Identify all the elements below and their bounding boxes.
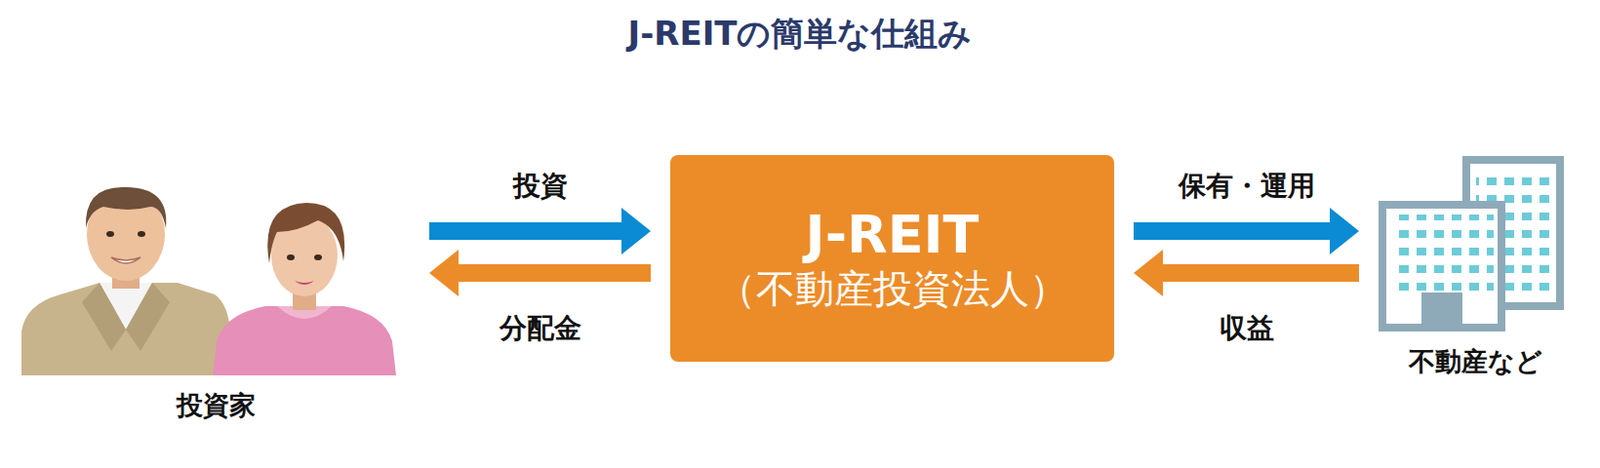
node-label: 不動産など xyxy=(1378,344,1572,380)
edge-label: 投資 xyxy=(509,167,572,205)
building-illustration xyxy=(1378,156,1564,332)
flow-arrow xyxy=(429,249,651,297)
flow-arrow xyxy=(1133,249,1360,297)
flow-arrow xyxy=(1133,207,1360,255)
property-node: 不動産など xyxy=(1378,156,1572,386)
man-figure xyxy=(21,187,231,376)
edge-label: 収益 xyxy=(1215,310,1279,348)
diagram-title: J-REITの簡単な仕組み xyxy=(0,11,1600,57)
edge-label: 分配金 xyxy=(495,310,586,348)
woman-figure xyxy=(212,202,397,376)
edge-label: 保有・運用 xyxy=(1174,167,1320,205)
reit-box: J-REIT（不動産投資法人） xyxy=(670,155,1115,362)
box-heading: J-REIT xyxy=(805,204,980,266)
box-subtitle: （不動産投資法人） xyxy=(717,265,1069,313)
flow-arrow xyxy=(429,207,651,255)
node-label: 投資家 xyxy=(21,388,410,424)
investor-node: 投資家 xyxy=(21,185,410,430)
investor-illustration xyxy=(21,185,402,376)
front-building xyxy=(1378,200,1506,332)
